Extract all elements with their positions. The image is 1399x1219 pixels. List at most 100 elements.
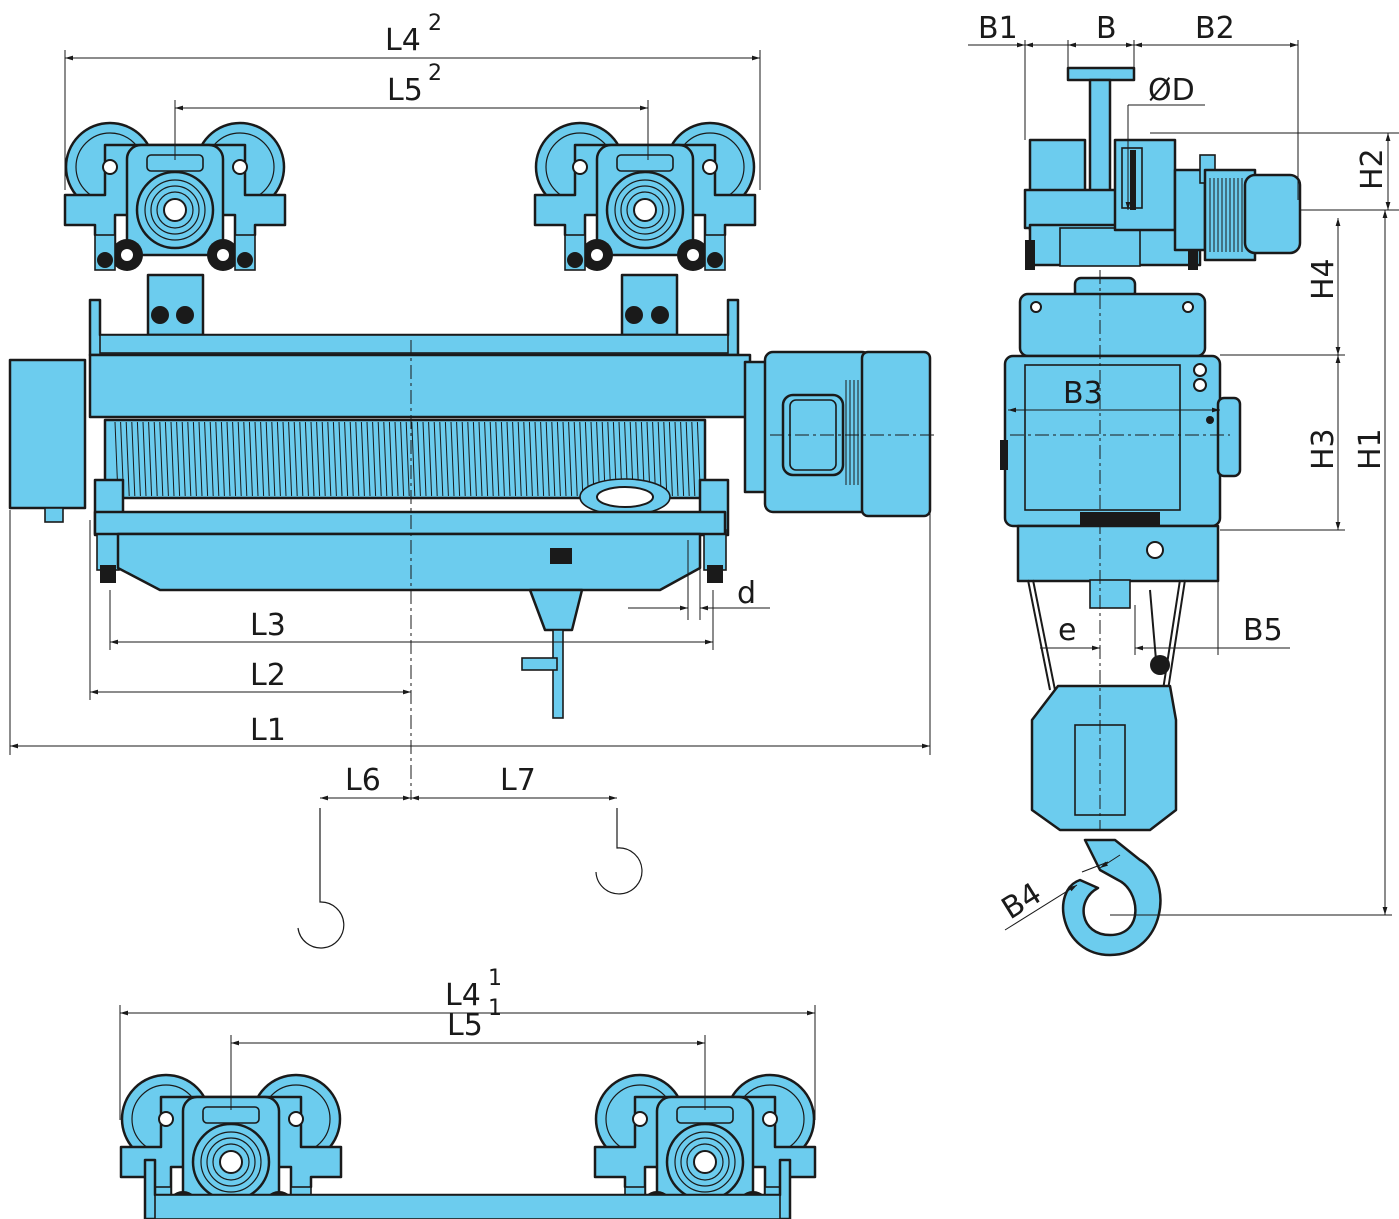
drum-groove — [338, 421, 343, 497]
hook-symbol-right — [595, 808, 643, 895]
label-L4-top-sup: 2 — [428, 11, 442, 36]
drum-groove — [691, 421, 696, 497]
drum-groove — [467, 421, 472, 497]
drum-groove — [360, 421, 365, 497]
drum-groove — [422, 421, 427, 497]
drum-groove — [293, 421, 298, 497]
label-L3: L3 — [250, 608, 286, 643]
drum-groove — [299, 421, 304, 497]
drum-groove — [573, 421, 578, 497]
drum-groove — [523, 421, 528, 497]
label-B4: B4 — [996, 876, 1048, 927]
drum-groove — [321, 421, 326, 497]
drum-groove — [428, 421, 433, 497]
drum-groove — [450, 421, 455, 497]
label-L1: L1 — [250, 713, 286, 748]
label-B1: B1 — [978, 11, 1018, 46]
drum-groove — [551, 421, 556, 497]
drum-groove — [288, 421, 293, 497]
drum-groove — [164, 421, 169, 497]
label-B: B — [1096, 11, 1117, 46]
label-B5: B5 — [1243, 613, 1283, 648]
drum-groove — [142, 421, 147, 497]
label-H2: H2 — [1355, 148, 1390, 190]
bottom-frame — [116, 532, 702, 592]
drum-groove — [568, 421, 573, 497]
drum-groove — [484, 421, 489, 497]
drum-groove — [534, 421, 539, 497]
drum-groove — [663, 421, 668, 497]
label-L6: L6 — [345, 763, 381, 798]
drum-groove — [271, 421, 276, 497]
motor-fins — [845, 380, 859, 485]
drum-groove — [332, 421, 337, 497]
label-L5-top-sup: 2 — [428, 61, 442, 86]
drum-groove — [377, 421, 382, 497]
drum-groove — [344, 421, 349, 497]
drum-groove — [215, 421, 220, 497]
drum-groove — [349, 421, 354, 497]
drum-groove — [685, 421, 690, 497]
drum-groove — [495, 421, 500, 497]
drum-groove — [159, 421, 164, 497]
drum-groove — [461, 421, 466, 497]
label-L5-bottom: L5 — [447, 1008, 483, 1043]
drum-groove — [181, 421, 186, 497]
drum-groove — [405, 421, 410, 497]
drum-groove — [400, 421, 405, 497]
drum-groove — [668, 421, 673, 497]
drum-groove — [472, 421, 477, 497]
drum-groove — [562, 421, 567, 497]
drum-groove — [192, 421, 197, 497]
drum-groove — [282, 421, 287, 497]
drum-groove — [383, 421, 388, 497]
drum-groove — [584, 421, 589, 497]
front-dimensions: L4 2 L5 2 d L3 L2 L1 L6 L7 — [9, 11, 931, 949]
drum-groove — [232, 421, 237, 497]
label-L4-top: L4 — [385, 23, 421, 58]
front-view — [8, 121, 938, 800]
drum-groove — [316, 421, 321, 497]
label-B2: B2 — [1195, 11, 1235, 46]
drum-groove — [187, 421, 192, 497]
drum-groove — [506, 421, 511, 497]
drum-groove — [310, 421, 315, 497]
drum-groove — [170, 421, 175, 497]
drum-groove — [304, 421, 309, 497]
pendant-bracket — [528, 588, 584, 632]
drum-groove — [226, 421, 231, 497]
drum-groove — [366, 421, 371, 497]
side-dimensions: B1 B B2 ØD H2 H4 H3 H1 B3 e B5 — [968, 11, 1399, 931]
drum-groove — [394, 421, 399, 497]
label-L2: L2 — [250, 658, 286, 693]
control-box — [8, 358, 87, 510]
drum-groove — [153, 421, 158, 497]
label-d: d — [737, 576, 756, 611]
drum-groove — [439, 421, 444, 497]
label-H3: H3 — [1306, 428, 1341, 470]
drum-groove — [260, 421, 265, 497]
hook — [1061, 838, 1162, 957]
drum-groove — [125, 421, 130, 497]
drum-groove — [198, 421, 203, 497]
drum-groove — [411, 421, 416, 497]
drum-groove — [680, 421, 685, 497]
drum-groove — [176, 421, 181, 497]
drum-groove — [512, 421, 517, 497]
side-view — [1000, 66, 1302, 957]
drum-groove — [657, 421, 662, 497]
label-L7: L7 — [500, 763, 536, 798]
bottom-rail — [93, 510, 727, 536]
drum-groove — [265, 421, 270, 497]
drum-groove — [674, 421, 679, 497]
hoist-lower — [1016, 524, 1220, 583]
drum-groove — [528, 421, 533, 497]
hanger-right — [620, 273, 679, 337]
label-L5-top: L5 — [387, 73, 423, 108]
drum-groove — [204, 421, 209, 497]
drum-groove — [489, 421, 494, 497]
drum-groove — [148, 421, 153, 497]
drum-groove — [416, 421, 421, 497]
hook-symbol-left — [297, 808, 345, 949]
bottom-view: L4 1 L5 1 — [119, 966, 817, 1219]
